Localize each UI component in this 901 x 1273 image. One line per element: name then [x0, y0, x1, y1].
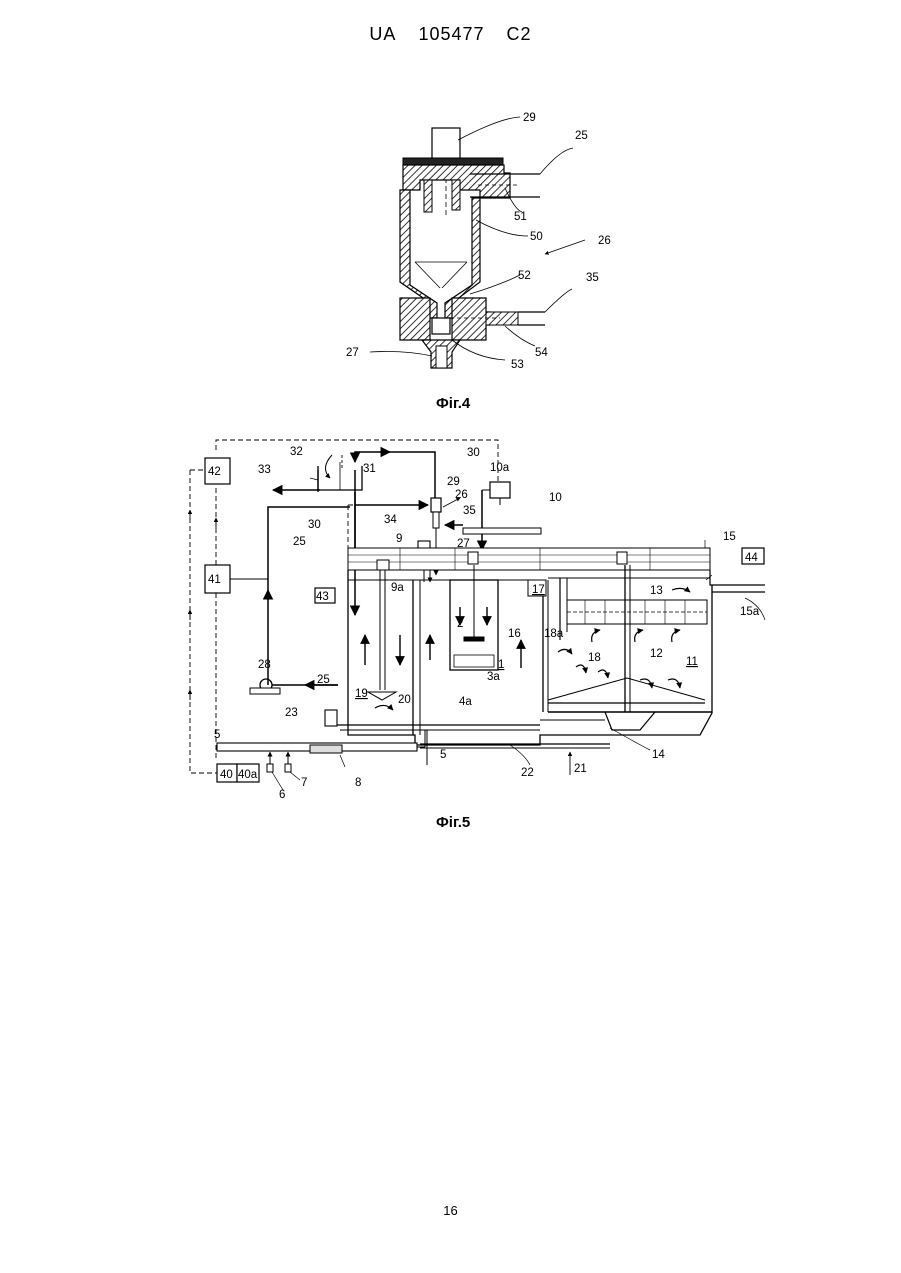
fig5-label-30-top: 30	[467, 447, 480, 459]
fig4-label-51: 51	[514, 211, 527, 223]
fig5-label-40: 40	[220, 769, 233, 781]
fig5-label-2: 2	[457, 618, 463, 630]
figure-4	[370, 117, 585, 368]
fig5-label-19: 19	[355, 688, 368, 700]
fig5-label-12: 12	[650, 648, 663, 660]
fig5-label-43: 43	[316, 591, 329, 603]
fig5-label-10a: 10a	[490, 462, 510, 474]
fig4-label-27: 27	[346, 347, 359, 359]
fig4-label-26: 26	[598, 235, 611, 247]
figure-5	[190, 440, 765, 790]
fig4-label-52: 52	[518, 270, 531, 282]
fig5-label-6: 6	[279, 789, 285, 801]
fig5-label-25-upper: 25	[293, 536, 306, 548]
fig5-label-3a: 3a	[487, 671, 500, 683]
fig5-label-22: 22	[521, 767, 534, 779]
fig5-label-25-lower: 25	[317, 674, 330, 686]
fig5-label-17: 17	[532, 584, 545, 596]
fig5-label-33: 33	[258, 464, 271, 476]
fig5-label-30: 30	[308, 519, 321, 531]
fig5-label-5-right: 5	[440, 749, 446, 761]
fig5-label-20: 20	[398, 694, 411, 706]
fig4-label-29: 29	[523, 112, 536, 124]
figure-4-caption: Фіг.4	[436, 395, 470, 412]
fig5-label-7: 7	[301, 777, 307, 789]
fig5-label-27: 27	[457, 538, 470, 550]
fig4-label-54: 54	[535, 347, 548, 359]
fig5-label-9a: 9a	[391, 582, 404, 594]
fig5-label-13: 13	[650, 585, 663, 597]
fig5-label-34: 34	[384, 514, 397, 526]
fig5-label-28: 28	[258, 659, 271, 671]
fig5-label-4a: 4a	[459, 696, 472, 708]
figure-5-caption: Фіг.5	[436, 814, 470, 831]
fig5-label-5-left: 5	[214, 729, 220, 741]
fig4-label-25: 25	[575, 130, 588, 142]
fig5-label-15: 15	[723, 531, 736, 543]
fig5-label-31: 31	[363, 463, 376, 475]
fig5-label-16: 16	[508, 628, 521, 640]
fig5-label-15a: 15a	[740, 606, 760, 618]
page-number: 16	[0, 1203, 901, 1218]
fig5-label-29: 29	[447, 476, 460, 488]
fig5-label-42: 42	[208, 466, 221, 478]
fig5-label-23: 23	[285, 707, 298, 719]
fig5-label-8: 8	[355, 777, 361, 789]
fig5-label-11: 11	[686, 656, 698, 668]
fig4-label-53: 53	[511, 359, 524, 371]
fig5-label-35: 35	[463, 505, 476, 517]
fig4-label-50: 50	[530, 231, 543, 243]
fig5-label-14: 14	[652, 749, 665, 761]
fig5-label-18: 18	[588, 652, 601, 664]
fig5-label-40a: 40a	[238, 769, 258, 781]
fig5-label-26: 26	[455, 489, 468, 501]
fig5-label-32: 32	[290, 446, 303, 458]
fig5-label-10: 10	[549, 492, 562, 504]
fig5-label-1: 1	[498, 659, 504, 671]
fig4-label-35: 35	[586, 272, 599, 284]
fig5-label-18a: 18a	[544, 628, 564, 640]
fig5-label-41: 41	[208, 574, 221, 586]
fig5-label-44: 44	[745, 552, 758, 564]
fig5-label-9: 9	[396, 533, 402, 545]
fig5-label-21: 21	[574, 763, 587, 775]
